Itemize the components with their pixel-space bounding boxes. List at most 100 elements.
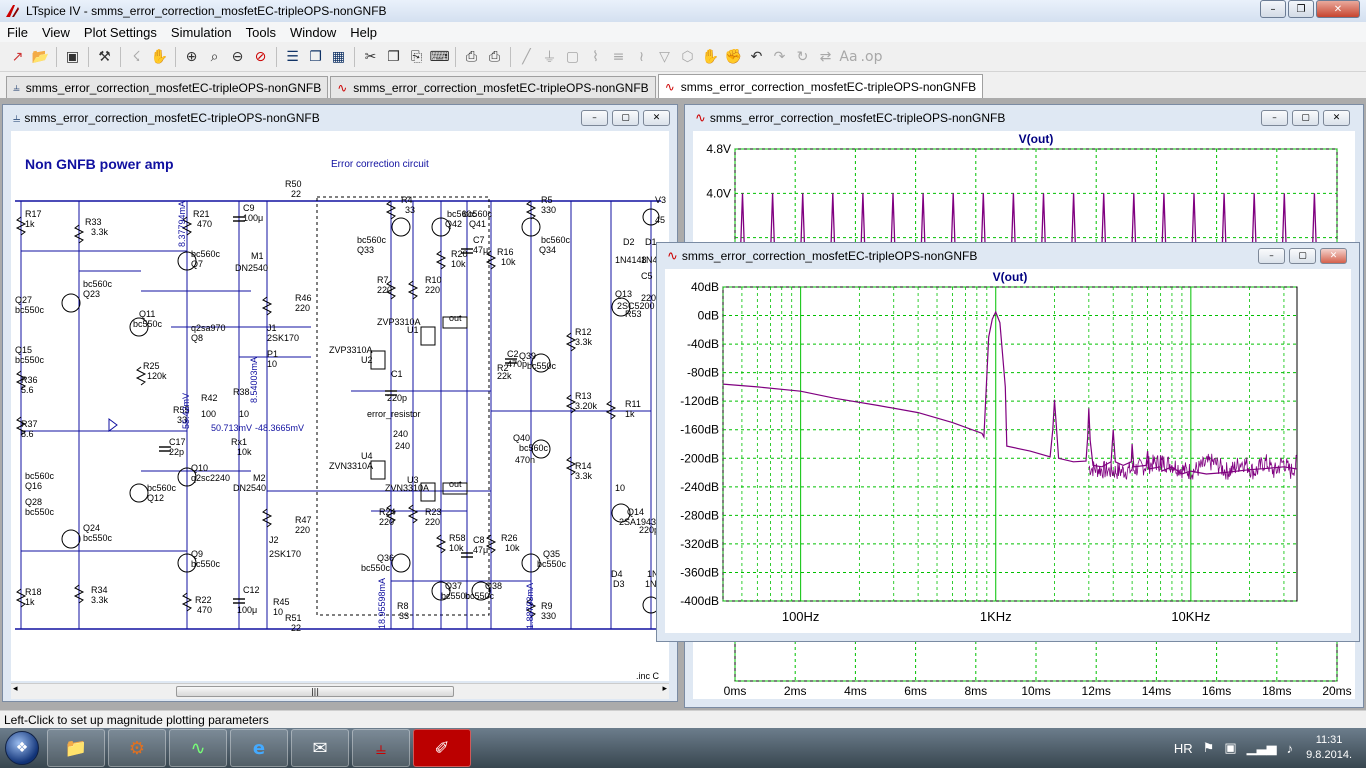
taskbar-ie[interactable]: e <box>230 729 288 767</box>
zoom-fit-icon[interactable]: ⊘ <box>254 48 267 65</box>
device-icon[interactable]: ▣ <box>1224 740 1237 755</box>
ground-icon[interactable]: ⏚ <box>542 49 557 66</box>
close-button[interactable]: ✕ <box>1316 0 1360 18</box>
tile-horizontal-icon[interactable]: ☰ <box>286 48 299 65</box>
rotate-icon[interactable]: ↻ <box>796 48 809 65</box>
app-titlebar[interactable]: LTspice IV - smms_error_correction_mosfe… <box>0 0 1366 22</box>
network-icon[interactable]: ▁▃▅ <box>1246 740 1277 755</box>
schematic-window[interactable]: ⫨ smms_error_correction_mosfetEC-tripleO… <box>2 104 678 702</box>
horizontal-scrollbar[interactable]: ||| ◂ ▸ <box>11 683 669 699</box>
taskbar-explorer[interactable]: 📁 <box>47 729 105 767</box>
scroll-left-arrow[interactable]: ◂ <box>13 684 18 694</box>
taskbar-installer[interactable]: ⚙ <box>108 729 166 767</box>
minimize-button[interactable]: – <box>1260 0 1286 18</box>
close-button[interactable]: ✕ <box>1320 248 1347 264</box>
resistor-icon[interactable]: ⌇ <box>592 48 599 65</box>
tile-vertical-icon[interactable]: ▦ <box>331 48 346 65</box>
print-icon[interactable]: ⎙ <box>488 48 501 65</box>
cascade-icon[interactable]: ❐ <box>309 48 322 65</box>
drag-icon[interactable]: ✊ <box>724 48 743 65</box>
tab-schematic[interactable]: ⫨ smms_error_correction_mosfetEC-tripleO… <box>6 76 329 98</box>
waveform-window-titlebar[interactable]: ∿ smms_error_correction_mosfetEC-tripleO… <box>685 105 1363 131</box>
text-icon[interactable]: Aa <box>839 48 858 65</box>
tab-waveform-fft[interactable]: ∿ smms_error_correction_mosfetEC-tripleO… <box>657 74 984 98</box>
close-button[interactable]: ✕ <box>643 110 670 126</box>
wire-icon[interactable]: ╱ <box>522 48 531 65</box>
component-label: D4 <box>611 569 623 579</box>
save-icon[interactable]: ▣ <box>65 48 80 65</box>
capacitor-icon[interactable]: ≡ <box>612 48 625 65</box>
taskbar-mail[interactable]: ✉ <box>291 729 349 767</box>
component-label: U4 <box>361 451 373 461</box>
tab-waveform-time[interactable]: ∿ smms_error_correction_mosfetEC-tripleO… <box>330 76 656 98</box>
schematic-window-titlebar[interactable]: ⫨ smms_error_correction_mosfetEC-tripleO… <box>3 105 677 131</box>
component-label: 220p <box>639 525 659 535</box>
mirror-icon[interactable]: ⇄ <box>819 48 832 65</box>
paste-icon[interactable]: ⎘ <box>410 48 423 65</box>
maximize-button[interactable]: ❐ <box>1288 0 1314 18</box>
clock[interactable]: 11:31 9.8.2014. <box>1306 733 1352 763</box>
menu-tools[interactable]: Tools <box>245 24 276 40</box>
component-label: 220 <box>377 285 392 295</box>
spice-directive-icon[interactable]: .op <box>860 48 883 65</box>
component-icon[interactable]: ⬡ <box>681 48 694 65</box>
move-icon[interactable]: ✋ <box>701 48 720 65</box>
menu-view[interactable]: View <box>41 24 70 40</box>
taskbar-acrobat[interactable]: ✐ <box>413 729 471 767</box>
copy-icon[interactable]: ❐ <box>387 48 400 65</box>
zoom-area-icon[interactable]: ⌕ <box>210 48 219 65</box>
zoom-in-icon[interactable]: ⊕ <box>185 48 198 65</box>
component-label: 10k <box>451 259 466 269</box>
inductor-icon[interactable]: ≀ <box>638 48 645 65</box>
fft-window-titlebar[interactable]: ∿ smms_error_correction_mosfetEC-tripleO… <box>657 243 1359 269</box>
scroll-right-arrow[interactable]: ▸ <box>662 684 667 694</box>
menu-plot-settings[interactable]: Plot Settings <box>83 24 157 40</box>
run-icon[interactable]: ☇ <box>132 48 141 65</box>
zoom-out-icon[interactable]: ⊖ <box>231 48 244 65</box>
x-tick-label: 18ms <box>1262 684 1291 698</box>
label-net-icon[interactable]: ▢ <box>565 48 580 65</box>
language-indicator[interactable]: HR <box>1173 740 1193 756</box>
maximize-button[interactable]: ▢ <box>1289 248 1316 264</box>
print-setup-icon[interactable]: ⎙ <box>465 48 478 65</box>
close-button[interactable]: ✕ <box>1323 110 1350 126</box>
component-label: bc560c <box>147 483 177 493</box>
window-controls: – ❐ ✕ <box>1258 0 1360 18</box>
menu-simulation[interactable]: Simulation <box>170 24 232 40</box>
maximize-button[interactable]: ▢ <box>612 110 639 126</box>
minimize-button[interactable]: – <box>581 110 608 126</box>
waveform-window-fft[interactable]: ∿ smms_error_correction_mosfetEC-tripleO… <box>656 242 1360 642</box>
component-label: Q36 <box>377 553 394 563</box>
taskbar-ltspice-scope[interactable]: ∿ <box>169 729 227 767</box>
flag-icon[interactable]: ⚑ <box>1202 740 1215 755</box>
component-label: Q16 <box>25 481 42 491</box>
diode-icon[interactable]: ▽ <box>659 48 670 65</box>
pan-icon[interactable]: ✋ <box>150 48 169 65</box>
undo-icon[interactable]: ↶ <box>750 48 763 65</box>
scrollbar-thumb[interactable]: ||| <box>176 686 454 697</box>
minimize-button[interactable]: – <box>1258 248 1285 264</box>
open-schematic-icon[interactable]: ↗ <box>11 48 24 65</box>
cut-icon[interactable]: ✂ <box>364 48 377 65</box>
find-icon[interactable]: ⌨ <box>429 48 450 65</box>
menu-help[interactable]: Help <box>350 24 377 40</box>
start-button[interactable]: ❖ <box>0 728 44 768</box>
component-label: R14 <box>575 461 592 471</box>
minimize-button[interactable]: – <box>1261 110 1288 126</box>
menu-file[interactable]: File <box>7 24 28 40</box>
maximize-button[interactable]: ▢ <box>1292 110 1319 126</box>
volume-icon[interactable]: ♪ <box>1286 740 1294 756</box>
component-label: 2SK170 <box>267 333 299 343</box>
control-panel-icon[interactable]: ⚒ <box>98 48 111 65</box>
redo-icon[interactable]: ↷ <box>773 48 786 65</box>
component-label: R58 <box>449 533 466 543</box>
x-tick-label: 10ms <box>1021 684 1050 698</box>
taskbar-ltspice[interactable]: ⫨ <box>352 729 410 767</box>
component-label: 330 <box>541 611 556 621</box>
menu-window[interactable]: Window <box>289 24 337 40</box>
open-folder-icon[interactable]: 📂 <box>31 48 50 65</box>
